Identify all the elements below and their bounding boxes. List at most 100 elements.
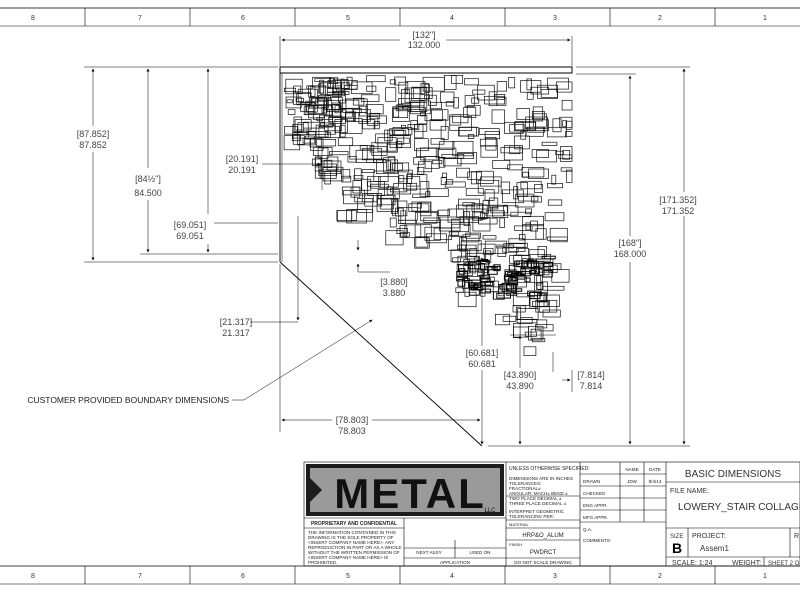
collage-tile — [542, 269, 553, 278]
collage-tile — [291, 134, 301, 142]
dim-bracket: [168"] — [618, 238, 641, 248]
collage-tile — [447, 235, 462, 251]
collage-tile — [362, 119, 376, 130]
dim-value: 60.681 — [468, 359, 496, 369]
zone-label: 2 — [658, 573, 662, 580]
collage-tile — [520, 180, 542, 190]
collage-tile — [341, 169, 351, 179]
collage-tile — [562, 150, 571, 160]
collage-tile — [457, 244, 477, 250]
dim-value: 43.890 — [506, 381, 534, 391]
collage-tile — [503, 145, 523, 161]
collage-tile — [419, 181, 430, 197]
collage-tile — [451, 218, 469, 233]
col-date: DATE — [649, 467, 661, 472]
collage-tile — [393, 107, 409, 118]
collage-tile — [535, 324, 554, 332]
collage-tile — [482, 235, 497, 240]
collage-tile — [295, 97, 304, 102]
collage-tile — [482, 259, 489, 262]
application-label: APPLICATION — [440, 560, 470, 565]
title-block: METAL LLC PROPRIETARY AND CONFIDENTIAL T… — [303, 461, 800, 567]
collage-tile — [514, 260, 520, 266]
collage-tile — [335, 80, 358, 90]
collage-tile — [527, 168, 549, 179]
collage-tile — [472, 217, 491, 232]
collage-tile — [484, 131, 501, 140]
zone-label: 1 — [763, 573, 767, 580]
collage-tile — [491, 266, 501, 270]
collage-tile — [543, 262, 554, 267]
collage-tile — [413, 124, 428, 132]
collage-tile — [413, 87, 433, 99]
collage-tile — [536, 319, 548, 329]
collage-tile — [406, 176, 421, 187]
collage-tile — [516, 281, 535, 298]
collage-tile — [505, 283, 517, 292]
collage-tile — [386, 160, 392, 171]
collage-tile — [528, 325, 544, 341]
project-value: Assem1 — [700, 544, 729, 553]
collage-tile — [319, 166, 337, 179]
next-assy-label: NEXT ASSY — [416, 550, 441, 555]
collage-tile — [504, 121, 524, 134]
collage-tile — [398, 169, 413, 180]
collage-tile — [546, 127, 567, 138]
collage-tile — [536, 282, 544, 290]
collage-tile — [515, 193, 535, 208]
collage-tile — [391, 198, 398, 214]
collage-tile — [440, 176, 447, 185]
dim-bracket: [69.051] — [174, 220, 207, 230]
collage-tile — [536, 275, 542, 286]
collage-tile — [334, 119, 348, 133]
dimension-texts: [132"] 132.000 [87.852] 87.852 [84½"] 84… — [27, 30, 696, 436]
collage-tile — [512, 305, 526, 313]
collage-tile — [437, 209, 451, 216]
collage-tile — [489, 197, 499, 208]
collage-tile — [549, 227, 568, 243]
collage-tile — [516, 260, 528, 268]
collage-tile — [323, 100, 340, 110]
dim-value: 168.000 — [614, 249, 647, 259]
proprietary-line: PROHIBITED. — [308, 560, 337, 565]
collage-tile — [504, 276, 516, 283]
collage-tile — [496, 81, 507, 92]
dim-value: 84.500 — [134, 188, 162, 198]
collage-tile — [522, 224, 544, 240]
collage-tile — [560, 146, 573, 162]
collage-tile — [414, 212, 438, 224]
collage-tile — [425, 191, 431, 198]
collage-tile — [331, 104, 340, 111]
collage-tile — [435, 147, 457, 159]
collage-tile — [528, 254, 551, 262]
collage-tile — [322, 166, 344, 182]
collage-tile — [519, 234, 526, 241]
collage-tile — [401, 89, 410, 105]
collage-tile — [389, 79, 397, 85]
collage-tile — [565, 131, 573, 137]
collage-tile — [430, 137, 445, 145]
collage-tile — [327, 87, 338, 93]
collage-tile — [484, 95, 505, 105]
dim-bracket: [43.890] — [504, 370, 537, 380]
dim-bracket: [132"] — [412, 30, 435, 40]
collage-tile — [468, 279, 481, 286]
zone-label: 6 — [241, 15, 245, 22]
collage-tile — [353, 109, 371, 122]
collage-tile — [565, 169, 573, 183]
finish-value: PWDRCT — [530, 550, 557, 556]
collage-tile — [462, 202, 476, 207]
material-label: MATERIAL — [509, 522, 529, 527]
company-logo: METAL LLC — [306, 464, 504, 517]
collage-tile — [457, 152, 477, 165]
collage-tile — [552, 118, 562, 133]
collage-tile — [416, 202, 422, 209]
collage-tile — [458, 126, 477, 137]
collage-tile — [476, 170, 494, 184]
collage-tile — [540, 281, 548, 296]
collage-tile — [385, 230, 404, 246]
zone-label: 5 — [346, 15, 350, 22]
eng-appr-label: ENG APPR. — [583, 503, 608, 508]
collage-tile — [346, 209, 367, 224]
zone-label: 7 — [138, 573, 142, 580]
